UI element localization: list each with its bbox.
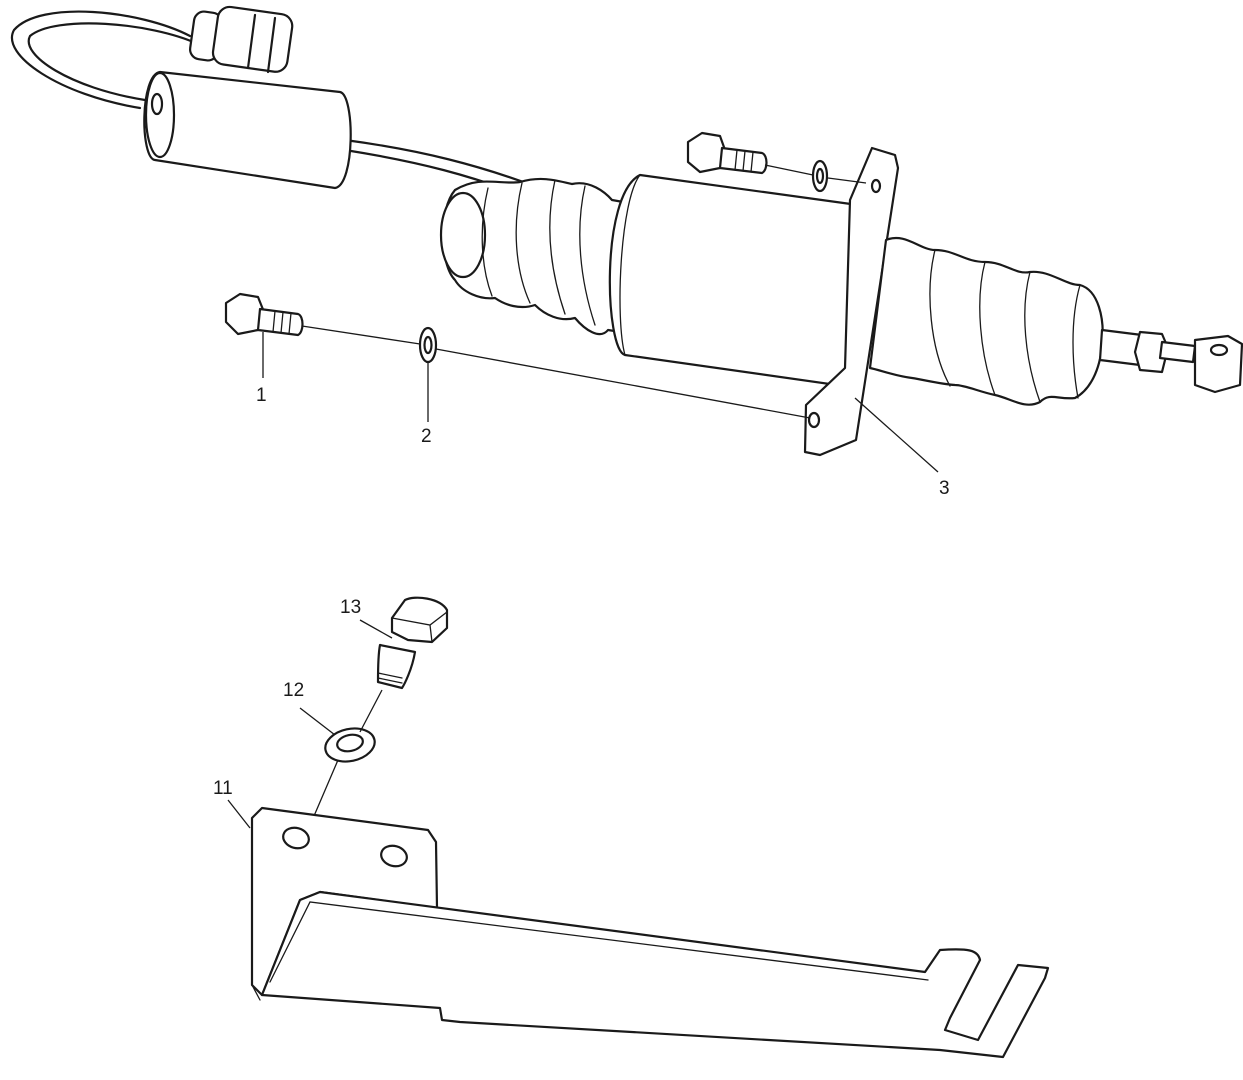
solenoid-assembly [439,146,1243,457]
washer-item-12 [324,727,376,763]
washer-item-2 [418,326,438,364]
wire-cylinder [143,70,352,190]
bolt-item-1 [224,292,304,337]
bolt-item-13 [376,596,449,690]
leader-3 [854,397,939,473]
leader-13 [359,619,393,639]
bracket-item-11 [250,806,1050,1059]
callout-11: 11 [213,778,233,799]
callout-1: 1 [256,385,267,406]
callout-2: 2 [421,426,432,447]
lower-bolt-axis-line [301,325,811,419]
leader-11 [227,799,251,829]
callout-13: 13 [340,597,361,618]
upper-bolt [686,131,768,175]
callout-12: 12 [283,680,304,701]
upper-bolt-axis-line [764,164,867,184]
leader-12 [299,707,336,736]
callout-3: 3 [939,478,950,499]
connector-plug [188,5,294,74]
upper-washer [811,159,829,193]
